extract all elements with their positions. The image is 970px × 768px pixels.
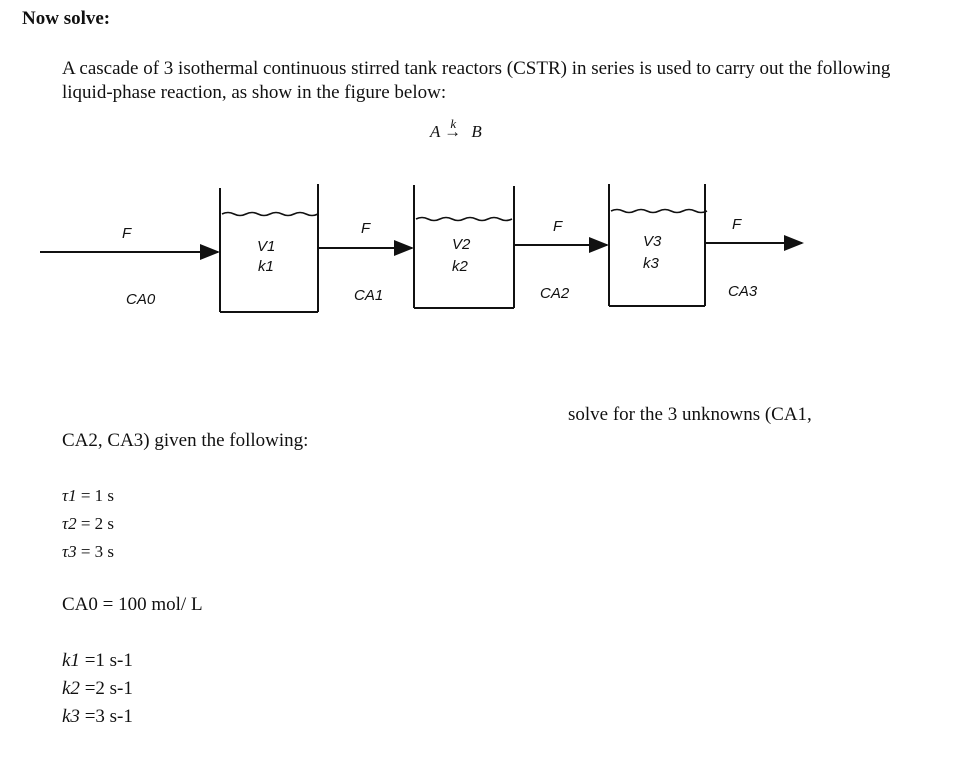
tau-1-symbol: τ1: [62, 486, 77, 505]
k2-symbol: k2: [62, 678, 80, 699]
conc-label-0: CA0: [126, 291, 156, 308]
flow-label-3: F: [732, 216, 742, 233]
ca0-symbol: CA0: [62, 594, 98, 615]
conc-label-2: CA2: [540, 285, 570, 302]
k1-symbol: k1: [62, 650, 80, 671]
tau-3-symbol: τ3: [62, 542, 77, 561]
solve-prompt: solve for the 3 unknowns (CA1,: [568, 404, 812, 425]
reactor-2-rate: k2: [452, 258, 469, 275]
tau-2-symbol: τ2: [62, 514, 77, 533]
k3-symbol: k3: [62, 706, 80, 727]
conc-label-1: CA1: [354, 287, 383, 304]
reactor-1-volume: V1: [257, 238, 275, 255]
k3-value: =3 s-1: [84, 706, 133, 727]
flow-label-1: F: [361, 220, 371, 237]
product: B: [471, 122, 482, 141]
reactor-3: [608, 184, 708, 307]
rate-constant-3: k3 =3 s-1: [62, 706, 133, 728]
tau-2-value: = 2 s: [80, 514, 115, 533]
tau-1-value: = 1 s: [80, 486, 115, 505]
residence-time-3: τ3 = 3 s: [62, 542, 114, 562]
k2-value: =2 s-1: [84, 678, 133, 699]
reactor-2-volume: V2: [452, 236, 471, 253]
reactor-3-rate: k3: [643, 255, 660, 272]
reactor-3-volume: V3: [643, 233, 662, 250]
k1-value: =1 s-1: [84, 650, 133, 671]
reaction-equation: A k→ B: [430, 116, 482, 142]
rate-symbol: k: [450, 116, 457, 131]
reactant: A: [430, 122, 441, 141]
solve-prompt-continued: CA2, CA3) given the following:: [62, 430, 309, 451]
tau-3-value: = 3 s: [80, 542, 115, 561]
flow-label-2: F: [553, 218, 563, 235]
cstr-cascade-diagram: F F F F CA0 CA1 CA2 CA3 V1 k1 V2 k2 V3 k…: [40, 184, 804, 313]
feed-concentration: CA0 = 100 mol/ L: [62, 594, 203, 616]
ca0-value: = 100 mol/ L: [102, 594, 203, 615]
conc-label-3: CA3: [728, 283, 758, 300]
residence-time-2: τ2 = 2 s: [62, 514, 114, 534]
reactor-1-rate: k1: [258, 258, 274, 275]
problem-statement: A cascade of 3 isothermal continuous sti…: [62, 58, 891, 103]
flow-label-0: F: [122, 225, 132, 242]
rate-constant-1: k1 =1 s-1: [62, 650, 133, 672]
rate-constant-2: k2 =2 s-1: [62, 678, 133, 700]
heading: Now solve:: [22, 8, 111, 29]
reaction-arrow: →: [444, 122, 462, 141]
reactor-2: [413, 185, 515, 309]
residence-time-1: τ1 = 1 s: [62, 486, 114, 506]
